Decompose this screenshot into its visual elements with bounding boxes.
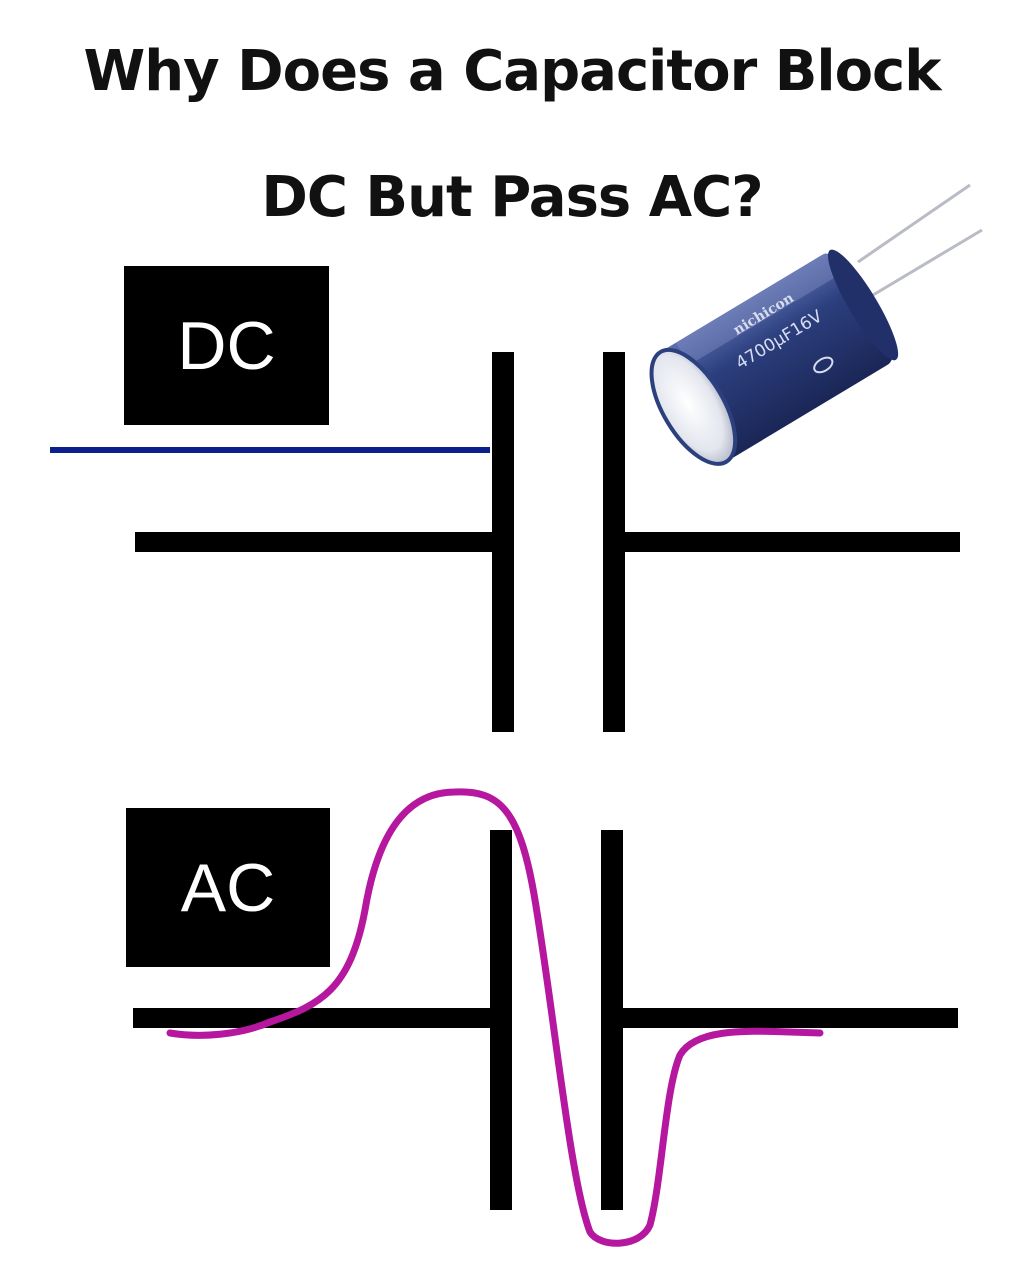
- dc-capacitor-symbol: [135, 352, 960, 732]
- ac-left-wire: [133, 1008, 505, 1028]
- page-title-line-2: DC But Pass AC?: [261, 165, 763, 230]
- capacitor-symbol-mark: [813, 356, 834, 374]
- page-title-line-1: Why Does a Capacitor Block: [83, 39, 942, 104]
- ac-signal-wave: [166, 788, 824, 1247]
- dc-left-wire: [135, 532, 505, 552]
- ac-label: AC: [126, 808, 330, 967]
- dc-right-plate: [603, 352, 625, 732]
- capacitor-stripe: [675, 252, 840, 366]
- dc-label: DC: [124, 266, 329, 425]
- ac-capacitor-symbol: [133, 830, 958, 1210]
- capacitor-top-face: [649, 347, 738, 466]
- ac-right-plate: [601, 830, 623, 1210]
- dc-label-text: DC: [177, 307, 276, 384]
- ac-right-wire: [610, 1008, 958, 1028]
- dc-left-plate: [492, 352, 514, 732]
- dc-right-wire: [610, 532, 960, 552]
- capacitor-lead: [857, 183, 971, 264]
- ac-left-plate: [490, 830, 512, 1210]
- capacitor-lead: [867, 228, 983, 300]
- ac-label-text: AC: [180, 849, 276, 926]
- capacitor-end-cap: [827, 249, 899, 361]
